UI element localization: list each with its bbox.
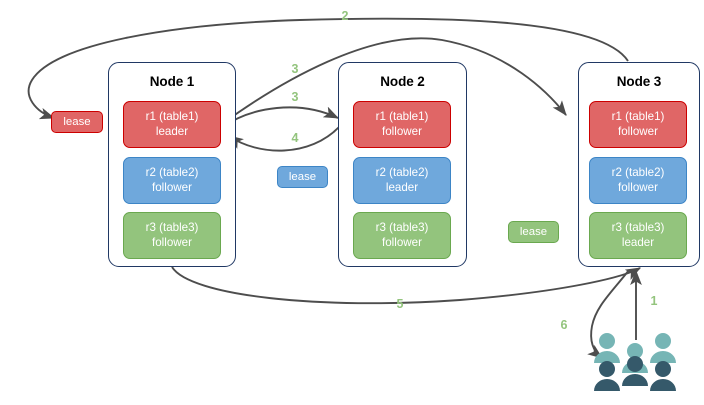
replica-chip-node3-r3[interactable]: r3 (table3) leader	[589, 212, 687, 259]
people-front-row	[594, 356, 676, 391]
replica-name: r1 (table1)	[611, 110, 665, 123]
replica-chip-node1-r3[interactable]: r3 (table3) follower	[123, 212, 221, 259]
replica-role: leader	[621, 235, 655, 249]
lease-chip-table1[interactable]: lease	[51, 111, 103, 133]
replica-chip-node2-r1[interactable]: r1 (table1) follower	[353, 101, 451, 148]
lease-label: lease	[63, 116, 91, 128]
replica-name: r3 (table3)	[375, 221, 429, 234]
step-label-5: 5	[396, 297, 404, 311]
lease-label: lease	[288, 171, 317, 183]
node-title: Node 2	[380, 74, 425, 89]
people-group-icon	[594, 333, 676, 391]
replica-chip-node2-r2[interactable]: r2 (table2) leader	[353, 157, 451, 204]
replica-name: r3 (table3)	[611, 221, 665, 234]
step-label-2: 2	[341, 9, 349, 23]
replica-name: r2 (table2)	[611, 166, 665, 179]
replica-role: follower	[618, 180, 658, 194]
node-title: Node 3	[616, 74, 662, 89]
replica-name: r2 (table2)	[145, 166, 199, 179]
replica-role: follower	[152, 180, 192, 194]
replica-name: r3 (table3)	[145, 221, 199, 234]
replica-chip-node1-r1[interactable]: r1 (table1) leader	[123, 101, 221, 148]
step-label-3a: 3	[291, 62, 299, 76]
replica-role: follower	[152, 235, 192, 249]
replica-name: r2 (table2)	[375, 166, 429, 179]
step-label-4: 4	[291, 131, 299, 145]
replica-role: follower	[382, 124, 422, 138]
step-label-6: 6	[560, 318, 568, 332]
lease-chip-table2[interactable]: lease	[277, 166, 328, 188]
replica-chip-node1-r2[interactable]: r2 (table2) follower	[123, 157, 221, 204]
lease-label: lease	[519, 226, 548, 238]
replica-role: follower	[382, 235, 422, 249]
replica-chip-node3-r1[interactable]: r1 (table1) follower	[589, 101, 687, 148]
step-label-3b: 3	[291, 90, 299, 104]
edge-3-node1r1-to-node2r1	[220, 106, 340, 129]
replica-name: r1 (table1)	[375, 110, 429, 123]
replica-name: r1 (table1)	[145, 110, 199, 123]
replica-chip-node2-r3[interactable]: r3 (table3) follower	[353, 212, 451, 259]
lease-chip-table3[interactable]: lease	[508, 221, 559, 243]
replica-role: leader	[155, 124, 189, 138]
replica-chip-node3-r2[interactable]: r2 (table2) follower	[589, 157, 687, 204]
replica-role: leader	[385, 180, 419, 194]
step-label-1: 1	[650, 294, 658, 308]
replica-role: follower	[618, 124, 658, 138]
node-title: Node 1	[149, 74, 195, 89]
edge-4-node2r1-to-node1r1	[228, 125, 341, 152]
